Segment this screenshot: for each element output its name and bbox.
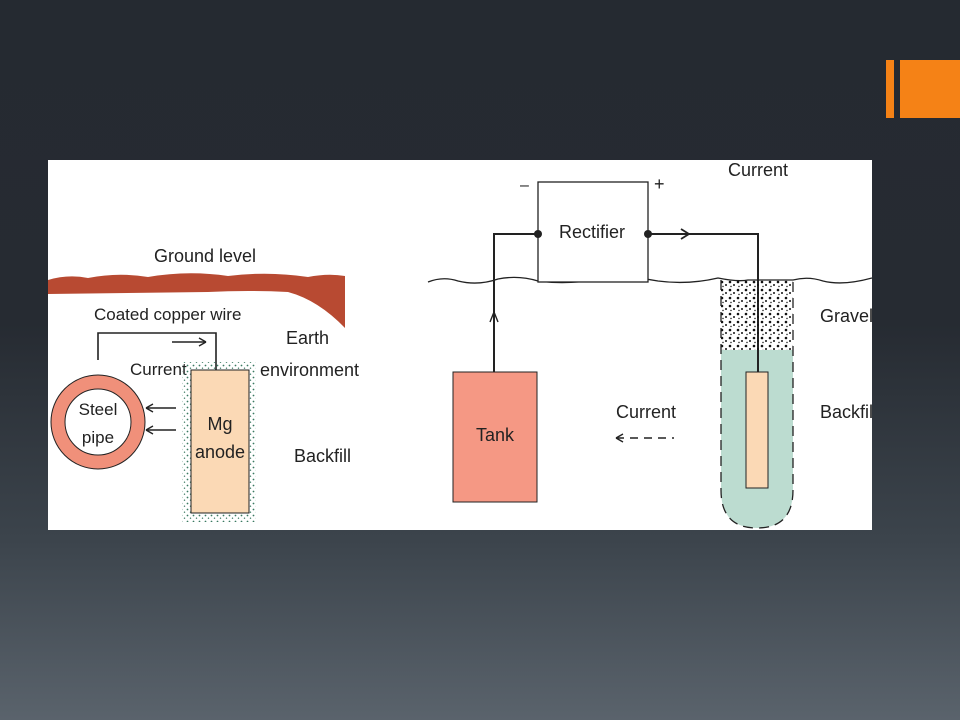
current-arrow-dashed (615, 433, 674, 443)
diagram-canvas: Ground level Coated copper wire Current … (48, 160, 872, 529)
cathodic-protection-figure: Ground level Coated copper wire Current … (48, 160, 872, 530)
environment-label: environment (260, 360, 359, 380)
plus-label: + (654, 174, 665, 194)
coated-wire-label: Coated copper wire (94, 305, 241, 324)
steel-pipe-label: Steel (79, 400, 118, 419)
sacrificial-anode-diagram: Ground level Coated copper wire Current … (48, 246, 359, 522)
mg-label: Mg (207, 414, 232, 434)
rectifier-label: Rectifier (559, 222, 625, 242)
impressed-current-diagram: Rectifier – + Current Tank Current (427, 160, 872, 529)
backfill-label-right: Backfill (820, 402, 872, 422)
ground-layer (48, 273, 345, 328)
accent-bar-block (900, 60, 960, 118)
minus-label: – (520, 177, 529, 194)
current-label-right: Current (616, 402, 676, 422)
current-top-label: Current (728, 160, 788, 180)
coated-copper-wire (97, 332, 217, 370)
steel-pipe (50, 374, 146, 470)
accent-bar-thin (886, 60, 894, 118)
current-label-left: Current (130, 360, 187, 379)
rectifier-box (537, 181, 649, 283)
ground-level-label: Ground level (154, 246, 256, 266)
pipe-label: pipe (82, 428, 114, 447)
gravel-layer (721, 280, 793, 350)
current-arrow-wire (172, 337, 207, 347)
current-arrows-anode (145, 403, 176, 435)
tank-label: Tank (476, 425, 515, 445)
impressed-anode (745, 371, 769, 489)
gravel-label: Gravel (820, 306, 872, 326)
anode-label: anode (195, 442, 245, 462)
backfill-label-left: Backfill (294, 446, 351, 466)
mg-anode (182, 362, 256, 522)
earth-label: Earth (286, 328, 329, 348)
tank (452, 371, 538, 503)
